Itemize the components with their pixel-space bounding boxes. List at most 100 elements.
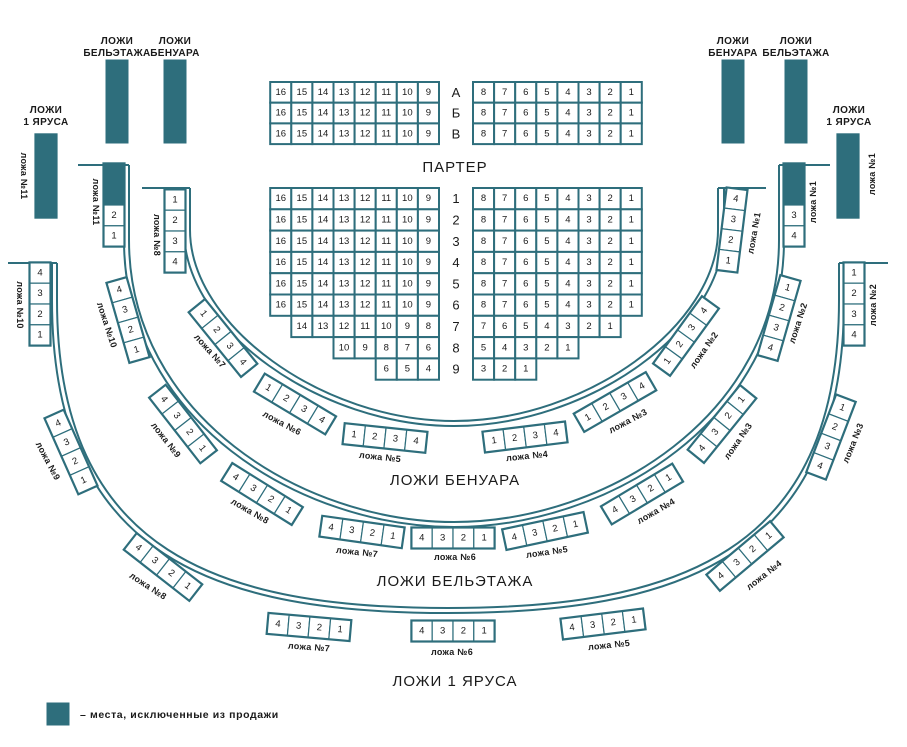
seat-number: 5 xyxy=(544,214,549,225)
box-outline xyxy=(782,162,806,248)
seat-number: 2 xyxy=(511,432,518,444)
seat-number: 3 xyxy=(299,403,309,415)
heading-line: ЛОЖИ xyxy=(780,36,813,47)
box-outline xyxy=(318,514,406,550)
seat-number: 2 xyxy=(830,421,839,433)
box-outline xyxy=(804,392,858,482)
seat-number: 3 xyxy=(149,555,160,567)
box-outline xyxy=(252,372,338,436)
seat-number: 1 xyxy=(196,443,208,454)
seat-number: 16 xyxy=(275,87,286,98)
seat-number: 9 xyxy=(426,300,431,311)
excluded-seats xyxy=(837,133,859,219)
seat-number: 14 xyxy=(318,300,329,311)
seat-number: 1 xyxy=(629,108,634,119)
seat-number: 10 xyxy=(402,300,413,311)
seat-number: 4 xyxy=(766,342,774,354)
seat-number: 4 xyxy=(610,504,620,516)
seat-number: 3 xyxy=(532,430,539,442)
seat-number: 3 xyxy=(392,433,398,444)
legend-excluded-swatch xyxy=(46,702,70,726)
seat-number: 12 xyxy=(339,321,350,332)
row-label: 3 xyxy=(452,234,459,249)
seat-number: 4 xyxy=(851,330,856,341)
seat-number: 2 xyxy=(851,288,856,299)
box-outline xyxy=(34,133,58,219)
row-label: 1 xyxy=(452,191,459,206)
seat-number: 7 xyxy=(502,236,507,247)
seat-number: 1 xyxy=(111,231,116,242)
seat-number: 7 xyxy=(481,321,486,332)
seat-number: 2 xyxy=(608,214,613,225)
seat-number: 15 xyxy=(297,108,308,119)
seat-number: 1 xyxy=(583,412,593,424)
section-title-benoir: ЛОЖИ БЕНУАРА xyxy=(390,472,520,489)
box-outline xyxy=(500,510,590,552)
seat-number: 11 xyxy=(381,108,391,119)
seat[interactable] xyxy=(619,293,643,317)
seat-number: 1 xyxy=(631,614,638,626)
seat-number: 6 xyxy=(523,214,528,225)
seat[interactable] xyxy=(416,357,440,381)
seat-number: 3 xyxy=(823,441,832,453)
seat-number: 13 xyxy=(339,214,350,225)
seat-number: 11 xyxy=(360,321,370,332)
seat-number: 15 xyxy=(297,278,308,289)
seat-number: 15 xyxy=(297,128,308,139)
seat-number: 8 xyxy=(481,87,486,98)
box-outline xyxy=(187,297,259,379)
seat[interactable] xyxy=(514,357,538,381)
seat-number: 14 xyxy=(318,257,329,268)
seat-number: 1 xyxy=(523,364,528,375)
seat-number: 12 xyxy=(360,193,371,204)
seat[interactable] xyxy=(416,122,440,146)
seat-number: 15 xyxy=(297,193,308,204)
seat[interactable] xyxy=(598,314,622,339)
seat-number: 9 xyxy=(426,108,431,119)
seat[interactable] xyxy=(619,122,643,146)
seat-number: 1 xyxy=(629,278,634,289)
seat-number: 16 xyxy=(275,300,286,311)
heading-benoir-right: ЛОЖИ БЕНУАРА xyxy=(708,36,757,144)
seat-number: 1 xyxy=(629,214,634,225)
seat-number: 15 xyxy=(297,300,308,311)
seat-number: 1 xyxy=(664,472,674,484)
seat-number: 5 xyxy=(544,87,549,98)
seat-number: 7 xyxy=(502,300,507,311)
seat-number: 2 xyxy=(608,128,613,139)
box-outline xyxy=(599,462,685,526)
row-label: Б xyxy=(452,106,461,121)
box-outline xyxy=(651,294,721,378)
seat-number: 4 xyxy=(565,278,570,289)
seat-number: 2 xyxy=(601,401,611,413)
seat-number: 3 xyxy=(586,214,591,225)
seat-number: 16 xyxy=(275,193,286,204)
heading-belletage-right: ЛОЖИ БЕЛЬЭТАЖА xyxy=(762,36,829,144)
box-label: ложа №5 xyxy=(525,544,568,560)
seat-number: 8 xyxy=(426,321,431,332)
seat-number: 10 xyxy=(381,321,392,332)
seat-number: 2 xyxy=(608,257,613,268)
seat-number: 9 xyxy=(426,257,431,268)
seat[interactable] xyxy=(556,336,580,360)
seat-number: 3 xyxy=(586,193,591,204)
seat-number: 3 xyxy=(440,626,445,637)
seat-number: 3 xyxy=(586,236,591,247)
seat-number: 13 xyxy=(339,257,350,268)
seat-number: 4 xyxy=(791,231,796,242)
seat-number: 2 xyxy=(608,108,613,119)
seat-number: 16 xyxy=(275,278,286,289)
seat-number: 3 xyxy=(523,342,528,353)
